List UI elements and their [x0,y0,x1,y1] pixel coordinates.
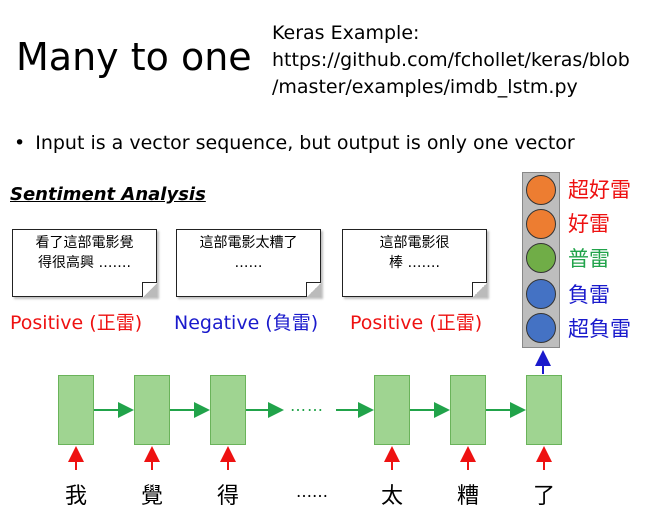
page-fold-icon [472,282,487,297]
input-token-4: 太 [381,484,404,509]
reference-url-line-2: https://github.com/fchollet/keras/blob [272,49,630,71]
review-note-2: 這部電影太糟了 …… [176,229,321,297]
output-label-1: 超好雷 [568,178,631,202]
page-fold-icon [306,282,321,297]
section-heading: Sentiment Analysis [10,184,206,205]
output-node-3 [526,243,556,273]
output-node-5 [526,313,556,343]
bullet-point: • Input is a vector sequence, but output … [14,132,575,154]
output-label-3: 普雷 [568,247,610,271]
hidden-ellipsis: …… [290,396,324,415]
input-token-2: 覺 [141,484,164,509]
review-1-line-2: 得很高興 ……. [38,255,131,271]
rnn-cell-3 [210,375,246,445]
review-note-1: 看了這部電影覺 得很高興 ……. [12,229,157,297]
output-node-2 [526,209,556,239]
output-label-5: 超負雷 [568,317,631,341]
review-2-line-1: 這部電影太糟了 [199,235,298,251]
bullet-text: Input is a vector sequence, but output i… [35,132,575,154]
review-2-line-2: …… [234,255,263,271]
output-node-4 [526,279,556,309]
slide-title: Many to one [16,35,252,79]
review-label-3: Positive (正雷) [350,312,483,334]
output-label-4: 負雷 [568,283,610,307]
rnn-cell-1 [58,375,94,445]
output-label-2: 好雷 [568,212,610,236]
page-fold-icon [142,282,157,297]
input-token-3: 得 [217,484,240,509]
input-token-6: 了 [533,484,556,509]
rnn-cell-4 [374,375,410,445]
input-token-ellipsis: …… [296,482,328,501]
input-token-5: 糟 [457,484,480,509]
output-node-1 [526,175,556,205]
review-label-2: Negative (負雷) [174,312,319,334]
review-label-1: Positive (正雷) [10,312,143,334]
reference-line-1: Keras Example: [272,22,420,44]
review-note-3: 這部電影很 棒 ……. [342,229,487,297]
review-3-line-1: 這部電影很 [379,235,450,251]
keras-reference: Keras Example: https://github.com/fcholl… [272,20,630,101]
review-1-line-1: 看了這部電影覺 [35,235,134,251]
rnn-cell-2 [134,375,170,445]
review-3-line-2: 棒 ……. [389,255,440,271]
rnn-cell-5 [450,375,486,445]
rnn-cell-6 [526,375,562,445]
input-token-1: 我 [65,484,88,509]
bullet-dot-icon: • [14,132,26,154]
reference-url-line-3: /master/examples/imdb_lstm.py [272,76,578,98]
